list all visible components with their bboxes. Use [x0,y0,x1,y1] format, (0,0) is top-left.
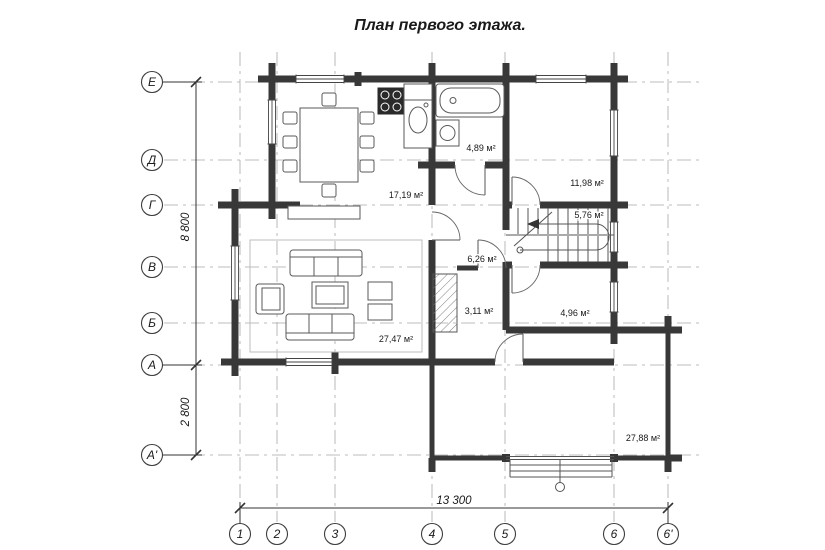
room-label-living: 27,47 м² [379,334,413,344]
svg-text:Д: Д [146,153,157,167]
room-label-kitchen-dining: 17,19 м² [389,190,423,200]
room-label-terrace: 27,88 м² [626,433,660,443]
living-room-furniture [249,205,423,353]
axis-marker-E: Е [140,70,164,94]
axis-marker-5: 5 [493,522,517,546]
terrace-steps [506,456,614,492]
svg-text:Е: Е [148,75,157,89]
svg-text:1: 1 [237,527,244,541]
page-title: План первого этажа. [354,17,526,34]
dimension-height-lower: 2 800 [180,397,192,427]
window [609,281,619,313]
kitchen-stove [377,87,405,115]
sofa [289,249,363,277]
axis-marker-A: А [140,353,164,377]
kitchen-counter-sink [403,83,433,149]
window [535,74,587,84]
window [267,99,277,145]
svg-text:А: А [147,358,156,372]
axis-marker-2: 2 [265,522,289,546]
doors [431,164,541,363]
svg-text:2: 2 [273,527,281,541]
dimension-lines: 8 800 2 800 13 300 [163,76,674,523]
room-label-small-room: 4,96 м² [560,308,589,318]
axis-marker-G: Г [140,193,164,217]
washing-machine [435,119,460,147]
staircase [506,208,614,262]
door [511,176,541,206]
room-labels: 17,19 м² 4,89 м² 11,98 м² 5,76 м² 6,26 м… [377,142,661,445]
svg-text:В: В [148,260,156,274]
svg-text:3: 3 [332,527,339,541]
window [295,74,345,84]
svg-text:6': 6' [664,527,674,541]
sofa [285,313,355,341]
room-label-hall-upper: 6,26 м² [467,254,496,264]
axis-marker-A1: А' [140,443,164,467]
room-label-bathroom: 4,89 м² [466,143,495,153]
axis-marker-6: 6 [602,522,626,546]
svg-text:А': А' [146,448,158,462]
window [609,221,619,253]
door [454,164,486,196]
windows [230,74,619,367]
dimension-width-total: 13 300 [436,495,472,507]
door [494,333,524,363]
axis-markers-cols: 1 2 3 4 5 6 6' [228,522,680,546]
window [285,357,333,367]
dimension-height-main: 8 800 [180,212,192,241]
svg-text:Б: Б [148,316,156,330]
axis-marker-B: Б [140,311,164,335]
axis-marker-V: В [140,255,164,279]
bathtub [435,83,505,118]
armchair [255,283,285,315]
svg-text:Г: Г [149,198,157,212]
axis-marker-6a: 6' [656,522,680,546]
room-label-top-right: 11,98 м² [570,178,604,188]
door [511,264,541,294]
window [609,109,619,157]
axis-marker-1: 1 [228,522,252,546]
dining-table-set [282,92,375,198]
svg-text:6: 6 [611,527,618,541]
room-label-hall-lower: 3,11 м² [465,306,494,316]
svg-text:5: 5 [502,527,509,541]
axis-marker-3: 3 [323,522,347,546]
svg-text:4: 4 [429,527,436,541]
door [477,239,507,269]
closet [432,273,458,333]
window [230,245,240,301]
coffee-table [311,281,349,309]
axis-marker-D: Д [140,148,164,172]
axis-marker-4: 4 [420,522,444,546]
door [431,211,461,241]
room-label-staircase: 5,76 м² [574,210,603,220]
axis-markers-rows: Е Д Г В Б А А' [140,70,164,467]
